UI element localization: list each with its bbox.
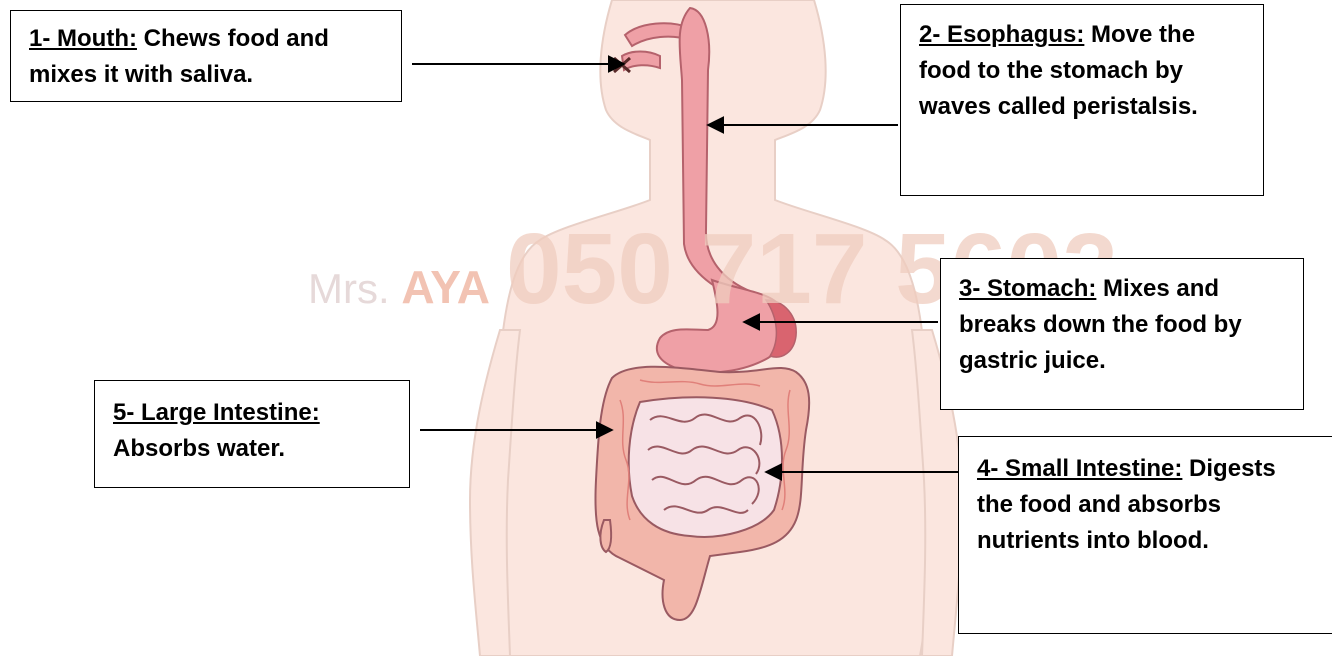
label-esophagus-title: 2- Esophagus: <box>919 21 1084 48</box>
label-esophagus: 2- Esophagus: Move the food to the stoma… <box>900 4 1264 196</box>
label-stomach: 3- Stomach: Mixes and breaks down the fo… <box>940 258 1304 410</box>
label-mouth-title: 1- Mouth: <box>29 25 137 52</box>
watermark-prefix: Mrs. <box>308 265 401 312</box>
label-large-intestine-title: 5- Large Intestine: <box>113 399 320 426</box>
label-small-intestine-title: 4- Small Intestine: <box>977 455 1182 482</box>
appendix <box>600 520 611 552</box>
label-large-intestine: 5- Large Intestine: Absorbs water. <box>94 380 410 488</box>
watermark-name: AYA <box>401 261 490 313</box>
label-large-intestine-text: Absorbs water. <box>113 435 285 462</box>
label-mouth: 1- Mouth: Chews food and mixes it with s… <box>10 10 402 102</box>
label-small-intestine: 4- Small Intestine: Digests the food and… <box>958 436 1332 634</box>
label-stomach-title: 3- Stomach: <box>959 275 1096 302</box>
